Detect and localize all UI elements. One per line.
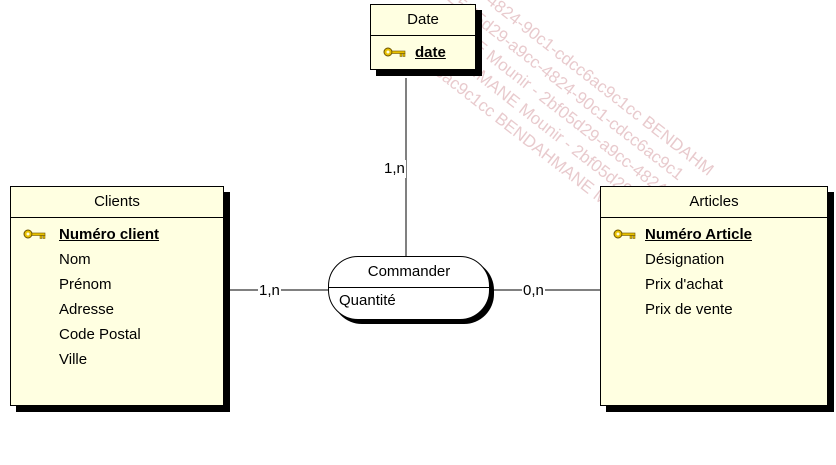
key-attribute-row: Numéro Article bbox=[601, 222, 827, 247]
relation-commander[interactable]: Commander Quantité bbox=[328, 256, 490, 320]
entity-attributes: Numéro client Nom Prénom Adresse Code Po… bbox=[11, 218, 223, 372]
relation-name: Commander bbox=[329, 257, 489, 288]
cardinality-clients: 1,n bbox=[258, 282, 281, 300]
key-attribute-label: Numéro Article bbox=[645, 226, 752, 243]
key-attribute-row: date bbox=[371, 40, 475, 65]
cardinality-articles: 0,n bbox=[522, 282, 545, 300]
attribute-code-postal: Code Postal bbox=[59, 326, 141, 343]
attribute-prenom: Prénom bbox=[59, 276, 112, 293]
entity-clients[interactable]: Clients Numéro client Nom Prénom Adresse… bbox=[10, 186, 224, 406]
entity-title: Clients bbox=[11, 187, 223, 218]
entity-date[interactable]: Date date bbox=[370, 4, 476, 70]
entity-attributes: date bbox=[371, 36, 475, 65]
entity-articles[interactable]: Articles Numéro Article Désignation Prix… bbox=[600, 186, 828, 406]
cardinality-date: 1,n bbox=[383, 160, 406, 178]
attribute-nom: Nom bbox=[59, 251, 91, 268]
key-attribute-label: date bbox=[415, 44, 446, 61]
entity-title: Date bbox=[371, 5, 475, 36]
attribute-prix-achat: Prix d'achat bbox=[645, 276, 723, 293]
attribute-ville: Ville bbox=[59, 351, 88, 368]
key-icon bbox=[383, 47, 406, 57]
attribute-prix-vente: Prix de vente bbox=[645, 301, 733, 318]
entity-attributes: Numéro Article Désignation Prix d'achat … bbox=[601, 218, 827, 322]
key-icon bbox=[613, 229, 636, 239]
attribute-designation: Désignation bbox=[645, 251, 725, 268]
attribute-adresse: Adresse bbox=[59, 301, 115, 318]
entity-title: Articles bbox=[601, 187, 827, 218]
relation-attribute: Quantité bbox=[339, 292, 396, 309]
key-icon bbox=[23, 229, 46, 239]
key-attribute-label: Numéro client bbox=[59, 226, 160, 243]
key-attribute-row: Numéro client bbox=[11, 222, 223, 247]
